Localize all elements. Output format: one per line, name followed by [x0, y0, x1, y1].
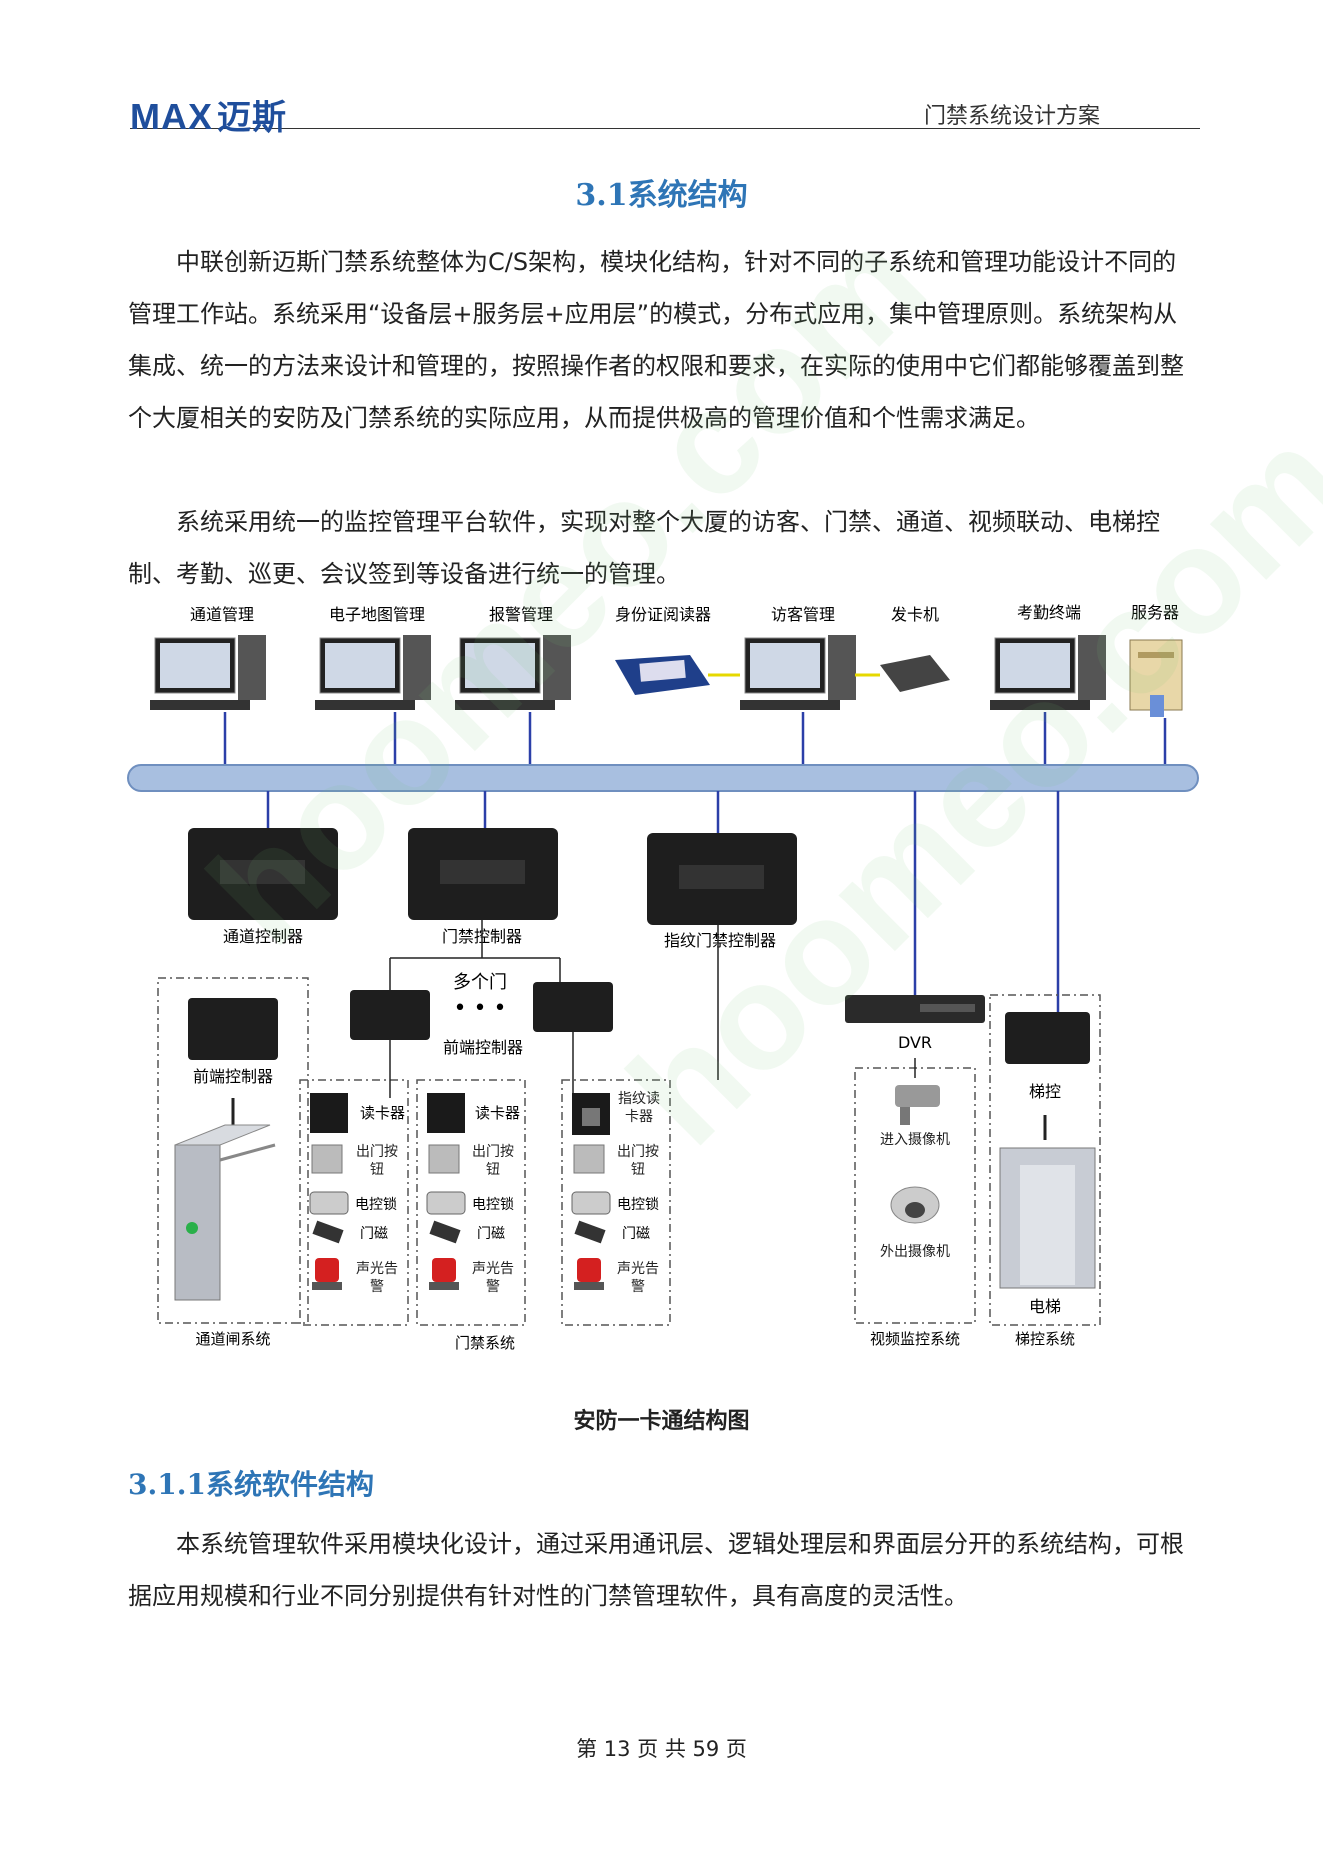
- door-sensor-icon: [312, 1220, 344, 1244]
- label-dvr: DVR: [898, 1033, 932, 1052]
- label-video-system: 视频监控系统: [870, 1330, 960, 1348]
- camera-icon: [895, 1085, 940, 1125]
- computer-icon: [740, 635, 856, 710]
- label-reader-2: 读卡器: [475, 1104, 520, 1122]
- label-door-sensor-3: 门磁: [622, 1226, 650, 1242]
- door-system-box: [299, 1079, 526, 1326]
- label-fingerprint-controller: 指纹门禁控制器: [664, 931, 776, 950]
- label-channel-controller: 通道控制器: [223, 927, 303, 946]
- label-map-mgmt: 电子地图管理: [329, 605, 425, 624]
- controller-box: [1005, 1012, 1090, 1064]
- exit-button-icon: [311, 1144, 343, 1174]
- label-multi-door: 多个门: [453, 972, 507, 993]
- label-alarm: 声光告警: [356, 1261, 398, 1295]
- label-id-reader: 身份证阅读器: [615, 605, 711, 624]
- page-number: 第 13 页 共 59 页: [576, 1737, 747, 1761]
- exit-button-icon: [428, 1144, 460, 1174]
- label-door-sensor: 门磁: [360, 1226, 388, 1242]
- fingerprint-door-box: [561, 1079, 671, 1326]
- label-camera-in: 进入摄像机: [880, 1132, 950, 1148]
- label-fingerprint-reader: 指纹读卡器: [618, 1091, 660, 1125]
- label-camera-out: 外出摄像机: [880, 1244, 950, 1260]
- subsection-heading: 3.1.1系统软件结构: [128, 1468, 374, 1501]
- label-electric-lock-3: 电控锁: [617, 1197, 659, 1213]
- label-elevator-system: 梯控系统: [1015, 1330, 1075, 1348]
- label-alarm-3: 声光告警: [617, 1261, 659, 1295]
- label-alarm-mgmt: 报警管理: [489, 605, 553, 624]
- label-exit-button-3: 出门按钮: [617, 1144, 659, 1178]
- label-reader: 读卡器: [360, 1104, 405, 1122]
- exit-button-icon: [573, 1144, 605, 1174]
- network-bus: [127, 764, 1199, 792]
- section-paragraph-2: 系统采用统一的监控管理平台软件，实现对整个大厦的访客、门禁、通道、视频联动、电梯…: [128, 508, 1160, 588]
- turnstile-icon: [174, 1124, 276, 1301]
- fingerprint-reader-icon: [572, 1093, 610, 1135]
- label-exit-button: 出门按钮: [356, 1144, 398, 1178]
- label-access-mgmt: 通道管理: [190, 605, 254, 624]
- controller-box: [647, 833, 797, 925]
- dome-camera-icon: [890, 1186, 940, 1224]
- section-paragraph-1: 中联创新迈斯门禁系统整体为C/S架构，模块化结构，针对不同的子系统和管理功能设计…: [128, 248, 1184, 432]
- electric-lock-icon: [426, 1191, 466, 1215]
- card-reader-icon: [310, 1093, 348, 1133]
- gate-system-box: [157, 977, 309, 1324]
- controller-box: [188, 998, 278, 1060]
- system-diagram: 通道管理 电子地图管理 报警管理 身份证阅读器 访客管理 发卡机 考勤终端 服务…: [127, 603, 1199, 1352]
- controller-box: [408, 828, 558, 920]
- id-reader-icon: [615, 655, 710, 695]
- door-sensor-icon: [574, 1220, 606, 1244]
- label-elevator-ctrl: 梯控: [1029, 1082, 1061, 1101]
- door-sensor-icon: [429, 1220, 461, 1244]
- dvr-icon: [845, 995, 985, 1023]
- label-door-sensor-2: 门磁: [477, 1226, 505, 1242]
- label-front-controller: 前端控制器: [193, 1067, 273, 1086]
- computer-icon: [455, 635, 571, 710]
- diagram-caption: 安防一卡通结构图: [573, 1409, 750, 1434]
- section-heading: 3.1系统结构: [575, 178, 748, 213]
- subsection-paragraph: 本系统管理软件采用模块化设计，通过采用通讯层、逻辑处理层和界面层分开的系统结构，…: [128, 1530, 1184, 1610]
- alarm-light-icon: [429, 1258, 459, 1290]
- logo-cn-text: 迈斯: [217, 99, 287, 137]
- label-door-system: 门禁系统: [455, 1334, 515, 1352]
- label-attendance: 考勤终端: [1017, 603, 1081, 622]
- server-icon: [1129, 639, 1183, 717]
- alarm-light-icon: [574, 1258, 604, 1290]
- computer-icon: [315, 635, 431, 710]
- label-electric-lock: 电控锁: [355, 1197, 397, 1213]
- logo-text: MAX: [130, 96, 213, 137]
- card-reader-icon: [427, 1093, 465, 1133]
- label-visitor-mgmt: 访客管理: [771, 605, 835, 624]
- label-elevator: 电梯: [1029, 1297, 1061, 1316]
- label-front-controller-2: 前端控制器: [443, 1038, 523, 1057]
- label-exit-button-2: 出门按钮: [472, 1144, 514, 1178]
- electric-lock-icon: [571, 1191, 611, 1215]
- elevator-system-box: [989, 994, 1101, 1326]
- electric-lock-icon: [309, 1191, 349, 1215]
- label-card-issuer: 发卡机: [891, 605, 939, 624]
- label-alarm-2: 声光告警: [472, 1261, 514, 1295]
- controller-box: [188, 828, 338, 920]
- elevator-icon: [999, 1147, 1096, 1289]
- computer-icon: [150, 635, 266, 710]
- controller-box: [350, 990, 430, 1040]
- ellipsis-mark: • • •: [454, 996, 507, 1021]
- document-title: 门禁系统设计方案: [923, 104, 1100, 129]
- label-electric-lock-2: 电控锁: [472, 1197, 514, 1213]
- controller-box: [533, 982, 613, 1032]
- label-server: 服务器: [1131, 603, 1179, 622]
- label-gate-system: 通道闸系统: [195, 1330, 270, 1348]
- alarm-light-icon: [312, 1258, 342, 1290]
- computer-icon: [990, 635, 1106, 710]
- card-issuer-icon: [880, 655, 950, 692]
